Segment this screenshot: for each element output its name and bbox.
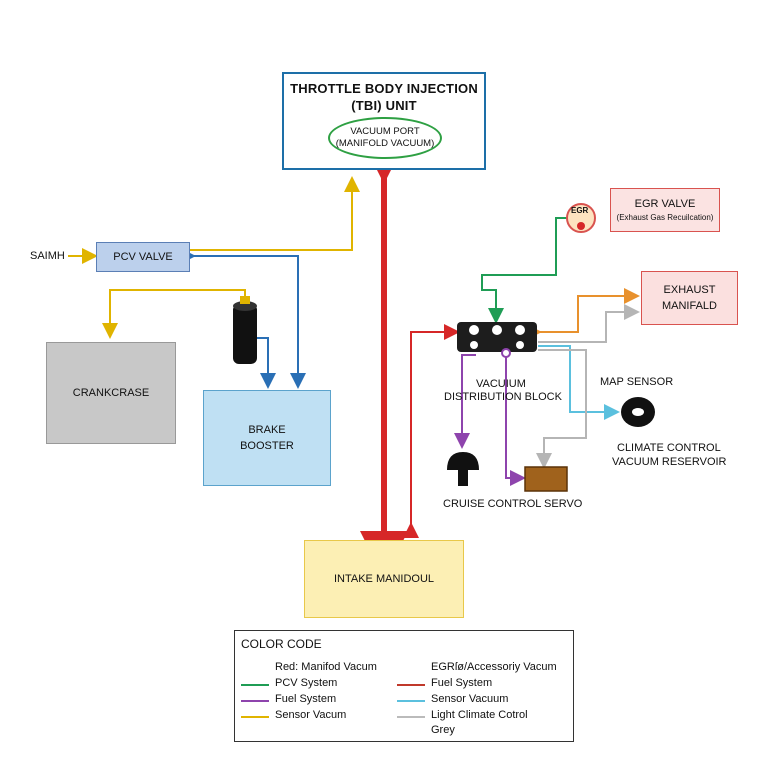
- block-to-map-line: [538, 345, 620, 420]
- legend-right-item-2: Sensor Vacuum: [431, 693, 509, 705]
- pcv-valve-label: PCV VALVE: [113, 251, 173, 263]
- legend-fuel-purple-swatch: [241, 700, 269, 702]
- egr-to-block-line: [481, 217, 567, 324]
- map-sensor-label: MAP SENSOR: [600, 376, 674, 388]
- saimh-label: SAIMH: [30, 250, 65, 262]
- pcv-valve-box: PCV VALVE: [96, 242, 190, 272]
- exhaust-manifold-box: EXHAUST MANIFALD: [641, 271, 738, 325]
- egr-valve-box: EGR VALVE (Exhaust Gas Recuilcation): [610, 188, 720, 232]
- legend-fuel-red-swatch: [397, 684, 425, 686]
- tbi-title-line2: (TBI) UNIT: [351, 98, 417, 113]
- egr-badge-label: EGR: [571, 206, 589, 215]
- cruise-control-servo-icon: [524, 466, 568, 492]
- block-to-exhaust-line: [526, 288, 640, 340]
- legend-title: COLOR CODE: [241, 637, 322, 651]
- legend-right-item-3: Light Climate Cotrol: [431, 709, 528, 721]
- canister-to-brake-line: [255, 337, 276, 389]
- block-to-cruise-purple-line: [505, 355, 526, 486]
- climate-reservoir-line1: CLIMATE CONTROL: [617, 442, 721, 454]
- legend-right-item-0: EGRſø/Accessoriy Vacum: [431, 661, 557, 673]
- vacuum-port-line1: VACUUM PORT: [350, 126, 420, 137]
- color-code-legend: COLOR CODE Red: Manifod Vacum PCV System…: [234, 630, 574, 742]
- legend-right-item-1: Fuel System: [431, 677, 493, 689]
- legend-right-item-4: Grey: [431, 724, 455, 736]
- intake-to-block-line: [403, 324, 460, 538]
- map-sensor-icon: [621, 397, 655, 427]
- intake-manifold-label: INTAKE MANIDOUL: [333, 573, 435, 585]
- legend-sensor-blue-swatch: [397, 700, 425, 702]
- tbi-title-line1: THROTTLE BODY INJECTION: [290, 81, 478, 96]
- egr-badge-icon: [566, 203, 596, 233]
- brake-booster-line2: BOOSTER: [240, 440, 294, 452]
- vacuum-canister-icon: [233, 296, 257, 364]
- intake-manifold-box: INTAKE MANIDOUL: [304, 540, 464, 618]
- canister-to-crankcase-line: [102, 289, 246, 339]
- vacuum-port-oval: VACUUM PORT (MANIFOLD VACUUM): [328, 117, 442, 159]
- exhaust-manifold-line1: EXHAUST: [663, 284, 716, 296]
- vacuum-port-line2: (MANIFOLD VACUUM): [335, 138, 435, 149]
- crankcase-label: CRANKCRASE: [72, 387, 150, 399]
- brake-booster-line1: BRAKE: [248, 424, 286, 436]
- block-grey-line: [538, 304, 640, 343]
- cruise-servo-label: CRUISE CONTROL SERVO: [443, 498, 583, 510]
- legend-left-item-1: PCV System: [275, 677, 338, 689]
- brake-booster-box: BRAKE BOOSTER: [203, 390, 331, 486]
- cruise-actuator-mushroom-icon: [447, 452, 479, 486]
- block-to-cruise-grey-line: [536, 349, 587, 469]
- pcv-to-tbi-line: [190, 176, 360, 251]
- legend-left-item-2: Fuel System: [275, 693, 337, 705]
- vacuum-distribution-block-icon: [457, 322, 537, 358]
- pcv-to-brake-line: [180, 248, 306, 389]
- crankcase-box: CRANKCRASE: [46, 342, 176, 444]
- legend-left-item-3: Sensor Vacum: [275, 709, 347, 721]
- legend-climate-grey-swatch: [397, 716, 425, 718]
- exhaust-manifold-line2: MANIFALD: [661, 300, 717, 312]
- climate-reservoir-line2: VACUUM RESERVOIR: [612, 456, 727, 468]
- vacuum-block-line2: DISTRIBUTION BLOCK: [444, 391, 562, 403]
- legend-sensor-yellow-swatch: [241, 716, 269, 718]
- vacuum-block-line1: VACUIUM: [476, 378, 526, 390]
- legend-left-item-0: Red: Manifod Vacum: [275, 661, 377, 673]
- egr-valve-title: EGR VALVE: [634, 198, 696, 210]
- block-to-servo-purple-line: [454, 354, 476, 449]
- legend-pcv-swatch: [241, 684, 269, 686]
- egr-valve-subtitle: (Exhaust Gas Recuilcation): [616, 213, 714, 222]
